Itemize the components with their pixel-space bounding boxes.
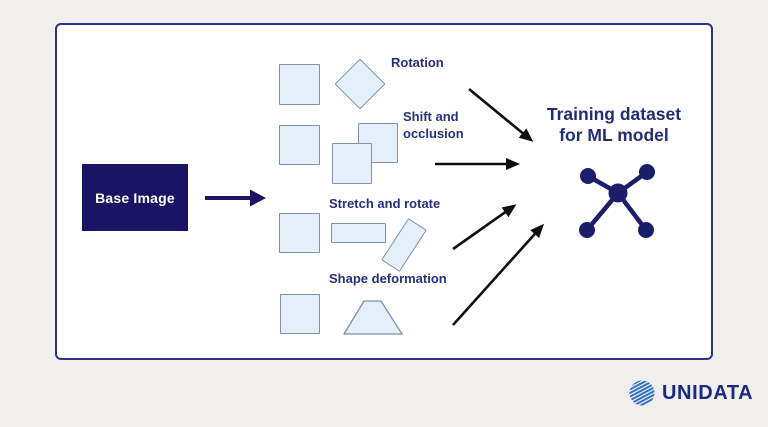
network-nodes-icon xyxy=(579,164,655,238)
original-square-row4 xyxy=(280,294,320,334)
training-dataset-title-line2: for ML model xyxy=(559,125,669,145)
original-square-row3 xyxy=(279,213,320,253)
label-shift-occlusion-line1: Shift and xyxy=(403,109,459,124)
brand-logo: UNIDATA xyxy=(629,380,753,406)
globe-icon xyxy=(629,380,655,406)
label-shift-occlusion: Shift and occlusion xyxy=(403,108,483,142)
original-square-row1 xyxy=(279,64,320,105)
base-image-label: Base Image xyxy=(95,189,175,206)
training-dataset-title-line1: Training dataset xyxy=(546,104,682,124)
label-shift-occlusion-line2: occlusion xyxy=(403,126,464,141)
training-dataset-title: Training dataset for ML model xyxy=(528,104,700,146)
brand-name: UNIDATA xyxy=(662,381,754,404)
label-rotation: Rotation xyxy=(391,55,444,70)
label-shape-deformation: Shape deformation xyxy=(329,271,447,286)
occluded-square-front xyxy=(332,143,372,184)
original-square-row2 xyxy=(279,125,320,165)
stretched-rect-shape xyxy=(331,223,386,243)
label-stretch-rotate: Stretch and rotate xyxy=(329,196,441,211)
trapezoid-shape xyxy=(343,300,403,335)
base-image-box: Base Image xyxy=(82,164,188,231)
